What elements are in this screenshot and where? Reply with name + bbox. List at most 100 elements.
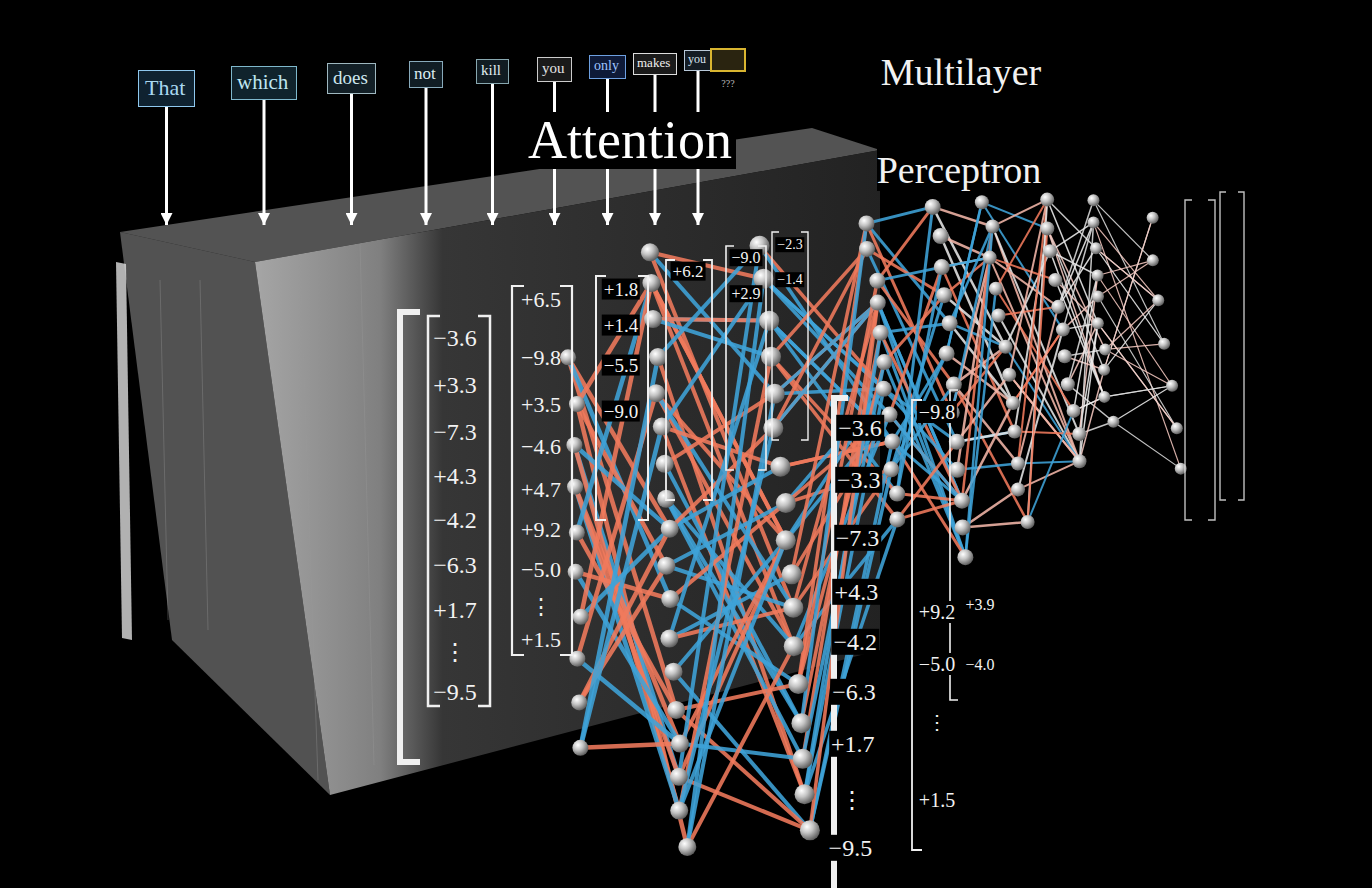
neuron: [649, 348, 667, 366]
vector-entry-slot: −3.6: [431, 325, 479, 351]
token-arrow: [491, 84, 494, 225]
neuron: [870, 295, 886, 311]
network-weight: [580, 744, 680, 748]
neuron: [1040, 193, 1054, 207]
neuron: [1152, 294, 1164, 306]
neuron: [661, 520, 679, 538]
neuron: [1072, 427, 1086, 441]
vector-entry: +3.5: [519, 392, 563, 417]
network-weight: [1098, 260, 1153, 275]
vector-entry-slot: +1.5: [519, 628, 563, 652]
neuron: [869, 273, 885, 289]
vector-entry-slot: −7.3: [431, 419, 479, 445]
neuron: [670, 802, 688, 820]
vector-entry: −3.6: [836, 415, 884, 441]
vector-entry: +1.5: [917, 789, 957, 811]
network-weight: [998, 307, 1058, 316]
network-weight: [576, 572, 680, 744]
block-ghost-lines: [160, 244, 374, 780]
neuron: [989, 282, 1003, 296]
neuron: [876, 354, 892, 370]
vector-entry: +4.7: [519, 477, 563, 502]
neuron: [975, 195, 989, 209]
token-box: not: [409, 61, 443, 88]
network-weight: [575, 487, 679, 777]
network-weight: [954, 385, 1028, 522]
vector-entry-slot: +2.9: [729, 285, 762, 303]
neuron: [939, 345, 955, 361]
token-text: you: [688, 53, 708, 67]
neuron: [949, 462, 965, 478]
token-box: kill: [476, 59, 509, 84]
vector-entry-slot: −9.0: [729, 249, 762, 267]
vector-entry: −4.0: [963, 656, 996, 673]
vector-entry: +3.9: [963, 596, 996, 613]
vector-entry: +4.3: [431, 463, 479, 489]
network-weight: [1093, 222, 1180, 468]
token-arrow: [165, 107, 168, 225]
vector-entry: +4.3: [833, 579, 881, 605]
neuron: [884, 434, 900, 450]
neuron: [985, 219, 999, 233]
vector-entry-slot: −4.0: [963, 656, 996, 674]
vector-entry: −9.0: [602, 401, 640, 422]
network-weight: [1113, 422, 1180, 469]
neuron: [568, 564, 584, 580]
neuron: [936, 287, 952, 303]
vector-entry: −4.6: [519, 434, 563, 459]
neuron: [889, 486, 905, 502]
block-heading: Attention: [524, 112, 736, 169]
neuron: [670, 768, 688, 786]
vector-entry-slot: ⋮: [925, 711, 949, 733]
neuron: [783, 598, 803, 618]
neuron: [942, 315, 958, 331]
network-weight: [679, 246, 760, 777]
vector-entry-slot: +3.3: [431, 372, 479, 398]
neuron: [1043, 244, 1057, 258]
vector-entry: ⋮: [838, 787, 866, 813]
network-weight: [1098, 275, 1173, 385]
token-text: not: [414, 64, 438, 84]
network-weight: [897, 442, 957, 520]
network-weight: [963, 522, 1028, 527]
vector-entry: −5.5: [602, 355, 640, 376]
vector-entry-slot: ⋮: [838, 787, 866, 813]
vector-entry: −5.0: [917, 653, 957, 675]
neuron: [1147, 212, 1159, 224]
vector-entry-slot: +1.7: [829, 731, 877, 757]
network-weight: [1098, 323, 1177, 428]
network-weight: [669, 321, 769, 639]
network-weight: [1063, 222, 1094, 329]
vector-entry: +1.5: [519, 627, 563, 652]
vector-entry-slot: −6.3: [431, 552, 479, 578]
network-weight: [1079, 323, 1097, 461]
neuron: [665, 663, 683, 681]
neuron: [800, 820, 820, 840]
neuron: [1087, 194, 1099, 206]
neuron: [999, 340, 1013, 354]
vector-entry: −5.0: [519, 557, 563, 582]
neuron: [641, 243, 659, 261]
vector-entry-slot: −3.6: [836, 415, 884, 441]
vector-entry-slot: −4.6: [519, 435, 563, 459]
vector-entry-slot: +9.2: [519, 518, 563, 542]
section-label: Multilayer Perceptron: [877, 51, 1044, 191]
network-weight: [1104, 218, 1153, 370]
neuron: [1147, 254, 1159, 266]
token-text: only: [594, 58, 621, 74]
token-box: does: [327, 63, 376, 94]
vector-entry-slot: ⋮: [528, 595, 554, 619]
network-weight: [1068, 275, 1098, 384]
neuron: [1051, 300, 1065, 314]
neuron: [876, 381, 892, 397]
neuron: [1002, 368, 1016, 382]
section-label-slot: Multilayer Perceptron: [868, 27, 1053, 223]
network-weight: [577, 283, 652, 532]
neuron: [1056, 323, 1070, 337]
network-weight: [1058, 200, 1093, 307]
neuron: [1058, 349, 1072, 363]
neuron: [858, 215, 874, 231]
vector-entry: −3.3: [835, 467, 883, 493]
vector-entry: +6.5: [519, 287, 563, 312]
